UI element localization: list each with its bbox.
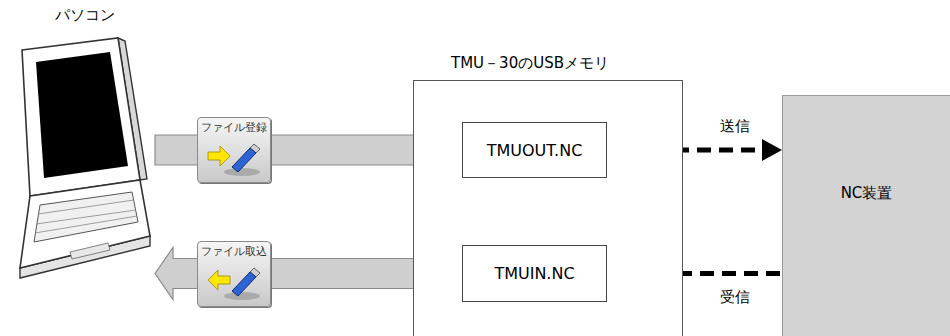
file-box: TMUOUT.NC bbox=[462, 122, 607, 178]
file-box: TMUIN.NC bbox=[462, 245, 607, 302]
usb-stick bbox=[232, 148, 256, 172]
usb-icon bbox=[204, 262, 264, 302]
arrow-head bbox=[762, 139, 782, 161]
laptop-screen bbox=[36, 52, 128, 178]
group-heading: TMU－30のUSBメモリ bbox=[451, 54, 609, 73]
device-label: パソコン bbox=[55, 6, 115, 25]
computer-node: パソコン bbox=[0, 0, 155, 290]
touchpad bbox=[70, 243, 110, 259]
yellow-arrow bbox=[208, 146, 230, 166]
device-name: NC装置 bbox=[841, 184, 893, 203]
keyboard bbox=[34, 192, 138, 242]
icon-shadow bbox=[224, 168, 260, 176]
laptop-lid bbox=[22, 38, 140, 196]
file-button: ファイル取込 bbox=[197, 241, 271, 307]
usb-stick bbox=[232, 272, 256, 296]
yellow-arrow bbox=[208, 270, 230, 290]
usb-memory-group: TMU－30のUSBメモリ TMUOUT.NC TMUIN.NC bbox=[413, 52, 683, 336]
file-name: TMUOUT.NC bbox=[487, 141, 583, 160]
laptop-base bbox=[20, 180, 150, 268]
button-label: ファイル取込 bbox=[198, 245, 270, 259]
icon-shadow bbox=[224, 292, 260, 300]
usb-icon bbox=[204, 138, 264, 178]
button-label: ファイル登録 bbox=[198, 121, 270, 135]
signal-label: 受信 bbox=[717, 288, 753, 307]
file-button: ファイル登録 bbox=[197, 117, 271, 183]
keyboard-rows bbox=[35, 200, 137, 233]
file-name: TMUIN.NC bbox=[494, 264, 574, 283]
nc-device-box: NC装置 bbox=[782, 95, 950, 336]
signal-label: 送信 bbox=[717, 117, 753, 136]
